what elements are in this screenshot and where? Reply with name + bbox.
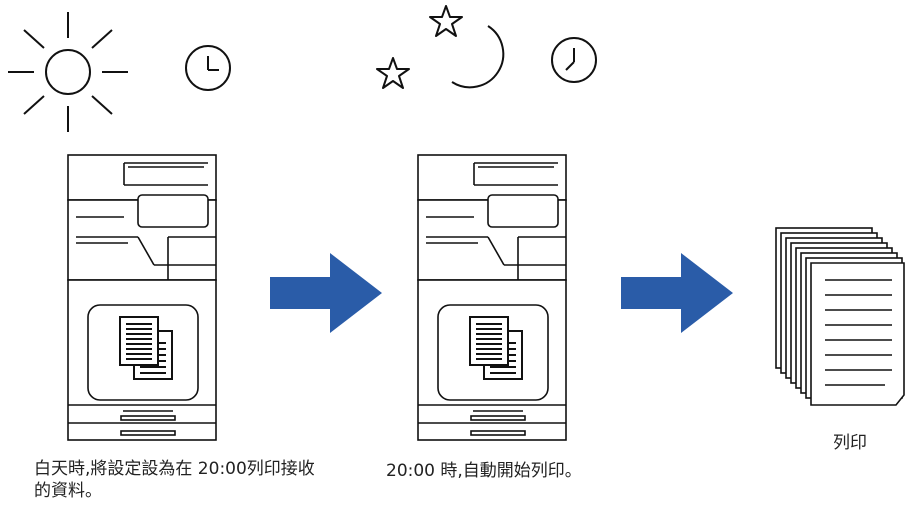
printed-pages-icon — [775, 227, 905, 406]
arrow-right-icon — [270, 253, 382, 333]
printer-icon — [417, 154, 567, 441]
star-icon — [376, 57, 410, 89]
print-result-caption: 列印 — [833, 433, 867, 453]
arrow-right-icon — [621, 253, 733, 333]
clock-icon — [185, 45, 231, 91]
star-icon — [429, 5, 463, 37]
printer-icon — [67, 154, 217, 441]
clock-icon — [551, 37, 597, 83]
sun-icon — [8, 12, 128, 132]
daytime-step-caption: 白天時,將設定設為在 20:00列印接收的資料。 — [34, 459, 315, 501]
scheduled-step-caption: 20:00 時,自動開始列印。 — [386, 461, 582, 481]
moon-icon — [451, 25, 505, 89]
